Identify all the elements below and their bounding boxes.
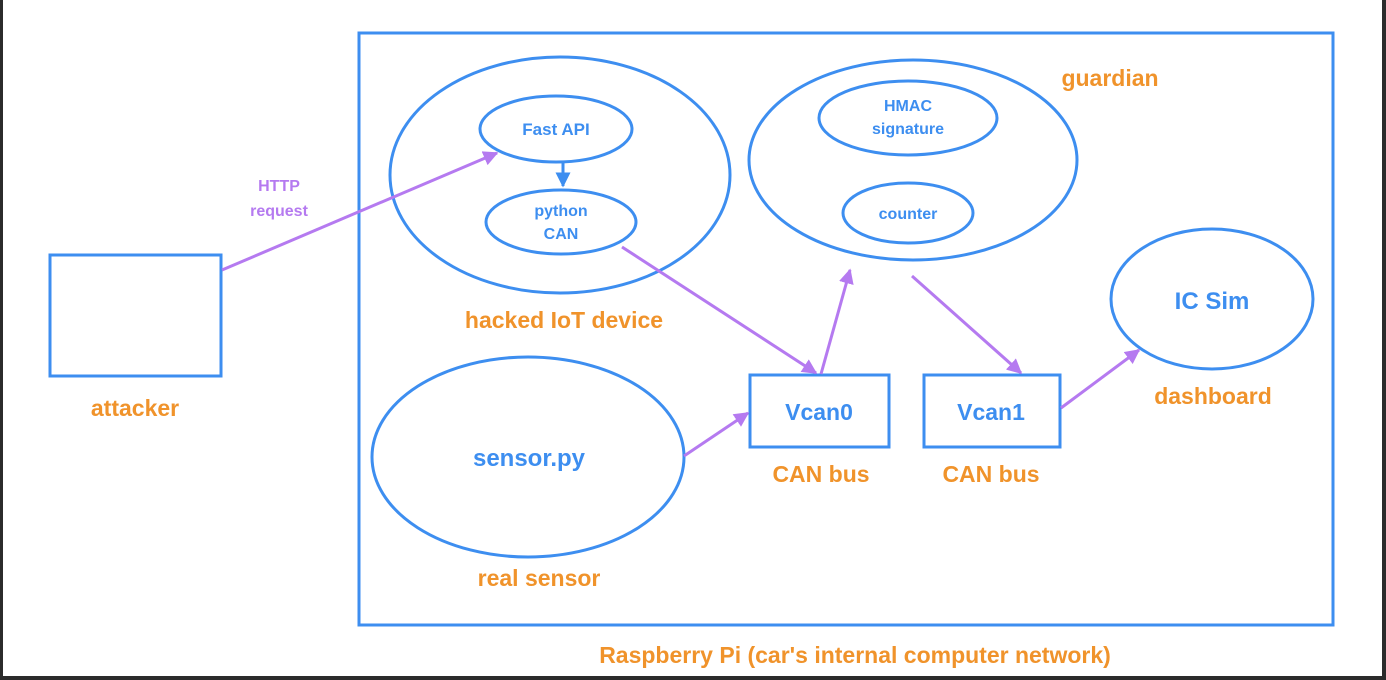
arrow-attacker-to-fast-api	[221, 151, 499, 272]
window-edge-bottom	[0, 676, 1386, 680]
raspberry-pi-label: Raspberry Pi (car's internal computer ne…	[599, 642, 1111, 668]
fast-api-node	[478, 94, 634, 164]
counter-label: counter	[879, 206, 938, 223]
dashboard-label: dashboard	[1154, 383, 1272, 409]
python-can-label-line1: python	[534, 203, 587, 220]
hacked-iot-device-node	[388, 55, 732, 295]
python-can-node	[484, 188, 638, 256]
arrow-python-can-to-vcan0	[621, 245, 818, 375]
ic-sim-label: IC Sim	[1175, 288, 1250, 315]
arrow-vcan0-to-guardian	[819, 268, 854, 375]
sensor-py-node	[370, 355, 686, 559]
fast-api-label: Fast API	[522, 120, 589, 139]
http-request-label-line1: HTTP	[258, 178, 300, 195]
ic-sim-node	[1109, 227, 1315, 371]
attacker-label: attacker	[91, 395, 179, 421]
hmac-signature-label-line2: signature	[872, 121, 944, 138]
hmac-signature-node	[817, 79, 999, 157]
vcan0-label: Vcan0	[785, 399, 853, 425]
hacked-iot-device-label: hacked IoT device	[465, 307, 663, 333]
hmac-signature-label-line1: HMAC	[884, 98, 932, 115]
http-request-label-line2: request	[250, 203, 308, 220]
arrow-sensor-to-vcan0	[683, 411, 750, 458]
window-edge-left	[0, 0, 3, 680]
vcan0-box	[748, 373, 891, 449]
guardian-node	[747, 58, 1079, 262]
counter-node	[841, 181, 975, 245]
sensor-py-label: sensor.py	[473, 445, 586, 472]
can-bus-0-label: CAN bus	[772, 461, 869, 487]
vcan1-box	[922, 373, 1062, 449]
real-sensor-label: real sensor	[478, 565, 601, 591]
python-can-label-line2: CAN	[544, 226, 579, 243]
guardian-label: guardian	[1061, 65, 1158, 91]
window-edge-right	[1382, 0, 1386, 680]
attacker-box	[48, 253, 223, 378]
arrow-vcan1-to-ic-sim	[1060, 348, 1141, 410]
can-bus-1-label: CAN bus	[942, 461, 1039, 487]
arrow-guardian-to-vcan1	[911, 274, 1023, 375]
raspberry-pi-container	[357, 31, 1335, 627]
vcan1-label: Vcan1	[957, 399, 1025, 425]
